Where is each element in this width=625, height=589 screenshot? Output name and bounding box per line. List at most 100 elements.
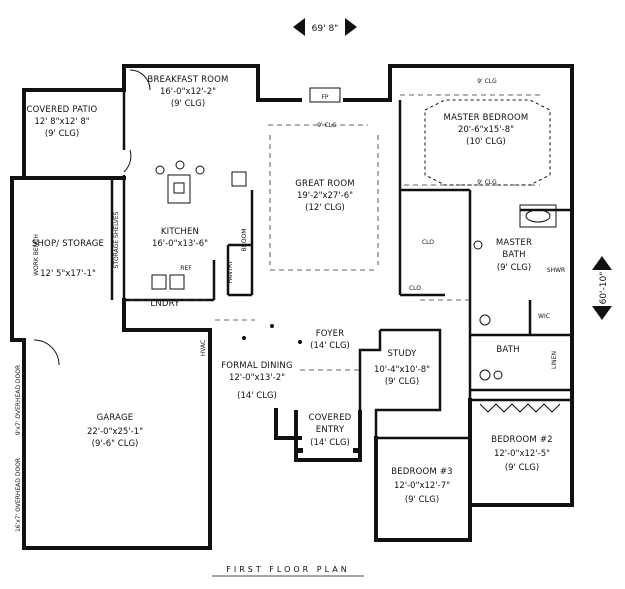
ceiling-note: 9' CLG [477, 179, 497, 186]
svg-text:ENTRY: ENTRY [316, 425, 345, 435]
room-bedroom-3: BEDROOM #3 12'-0"x12'-7" (9' CLG) [391, 467, 453, 505]
stool-icon [195, 165, 205, 175]
arrow-left-icon [293, 18, 305, 36]
svg-text:22'-0"x25'-1": 22'-0"x25'-1" [87, 427, 143, 437]
washer-icon [151, 274, 167, 290]
plan-title: FIRST FLOOR PLAN [226, 565, 349, 574]
depth-dimension: 60'-10" [592, 256, 612, 320]
room-formal-dining: FORMAL DINING 12'-0"x13'-2" (14' CLG) [221, 361, 293, 401]
svg-text:12'-0"x13'-2": 12'-0"x13'-2" [229, 373, 285, 383]
storage-shelves-label: STORAGE SHELVES [113, 211, 120, 268]
svg-text:FORMAL DINING: FORMAL DINING [221, 361, 293, 371]
svg-text:BATH: BATH [502, 250, 525, 260]
sink-icon [473, 240, 483, 250]
room-breakfast: BREAKFAST ROOM 16'-0"x12'-2" (9' CLG) [147, 75, 228, 109]
svg-text:(9'-6" CLG): (9'-6" CLG) [92, 439, 139, 449]
ceiling-note: 9' CLG [317, 122, 337, 129]
svg-text:BEDROOM #2: BEDROOM #2 [491, 435, 553, 445]
fireplace [309, 87, 341, 103]
toilet-icon [479, 314, 491, 326]
overhead-door-label: 16'x7' OVERHEAD DOOR [15, 458, 22, 532]
svg-text:(9' CLG): (9' CLG) [505, 463, 539, 473]
closet-label: CLO [409, 285, 421, 292]
svg-text:10'-4"x10'-8": 10'-4"x10'-8" [374, 365, 430, 375]
hvac-label: HVAC [200, 340, 207, 356]
stool-icon [175, 160, 185, 170]
broom-label: BROOM [241, 229, 248, 252]
pantry-label: PANTRY [227, 260, 234, 283]
closet-label: CLO [422, 239, 434, 246]
svg-text:16'-0"x12'-2": 16'-0"x12'-2" [160, 87, 216, 97]
arrow-down-icon [592, 306, 612, 320]
svg-text:GARAGE: GARAGE [97, 413, 134, 423]
room-great-room: GREAT ROOM 19'-2"x27'-6" (12' CLG) [295, 179, 355, 213]
fireplace-label: FP [321, 94, 328, 101]
svg-text:(9' CLG): (9' CLG) [385, 377, 419, 387]
dryer-icon [169, 274, 185, 290]
arrow-up-icon [592, 256, 612, 270]
sink-icon [173, 182, 185, 194]
svg-text:STUDY: STUDY [387, 349, 417, 359]
depth-dimension-label: 60'-10" [599, 272, 609, 305]
room-laundry: LNDRY [150, 299, 180, 309]
room-master-bath: MASTER BATH (9' CLG) CLO WIC SHWR CLO [409, 238, 565, 320]
svg-text:BEDROOM #3: BEDROOM #3 [391, 467, 453, 477]
svg-text:MASTER BEDROOM: MASTER BEDROOM [444, 113, 529, 123]
svg-text:12' 5"x17'-1": 12' 5"x17'-1" [40, 269, 96, 279]
svg-text:(14' CLG): (14' CLG) [237, 391, 277, 401]
room-covered-patio: COVERED PATIO 12' 8"x12' 8" (9' CLG) [27, 105, 98, 139]
svg-text:19'-2"x27'-6": 19'-2"x27'-6" [297, 191, 353, 201]
svg-text:20'-6"x15'-8": 20'-6"x15'-8" [458, 125, 514, 135]
svg-text:16'-0"x13'-6": 16'-0"x13'-6" [152, 239, 208, 249]
svg-text:(10' CLG): (10' CLG) [466, 137, 506, 147]
toilet-icon [479, 369, 491, 381]
room-bedroom-2: BEDROOM #2 12'-0"x12'-5" (9' CLG) [491, 435, 553, 473]
svg-text:GREAT ROOM: GREAT ROOM [295, 179, 355, 189]
room-foyer: FOYER (14' CLG) [310, 329, 350, 351]
svg-text:COVERED PATIO: COVERED PATIO [27, 105, 98, 115]
svg-text:12'-0"x12'-5": 12'-0"x12'-5" [494, 449, 550, 459]
cooktop-icon [231, 171, 247, 187]
sink-icon [493, 370, 503, 380]
room-master-bedroom: MASTER BEDROOM 20'-6"x15'-8" (10' CLG) 9… [444, 78, 529, 186]
column-icon [353, 448, 358, 453]
svg-text:(12' CLG): (12' CLG) [305, 203, 345, 213]
svg-text:(14' CLG): (14' CLG) [310, 438, 350, 448]
overhead-door-label: 9'x7' OVERHEAD DOOR [15, 365, 22, 435]
linen-label: LINEN [551, 351, 558, 369]
svg-text:12'-0"x12'-7": 12'-0"x12'-7" [394, 481, 450, 491]
svg-text:BREAKFAST ROOM: BREAKFAST ROOM [147, 75, 228, 85]
svg-text:(14' CLG): (14' CLG) [310, 341, 350, 351]
svg-text:FOYER: FOYER [316, 329, 345, 339]
room-bath: BATH LINEN [496, 345, 558, 369]
svg-text:BATH: BATH [496, 345, 519, 355]
svg-text:(9' CLG): (9' CLG) [171, 99, 205, 109]
fixtures: FP 9' CLG [33, 69, 561, 453]
svg-text:COVERED: COVERED [309, 413, 352, 423]
width-dimension: 69' 8" [293, 18, 357, 36]
shower-label: SHWR [547, 267, 565, 274]
svg-text:LNDRY: LNDRY [150, 299, 180, 309]
room-covered-entry: COVERED ENTRY (14' CLG) [309, 413, 352, 448]
svg-text:12' 8"x12' 8": 12' 8"x12' 8" [34, 117, 89, 127]
svg-text:(9' CLG): (9' CLG) [497, 263, 531, 273]
svg-text:(9' CLG): (9' CLG) [45, 129, 79, 139]
svg-text:KITCHEN: KITCHEN [161, 227, 199, 237]
bathtub-icon [519, 204, 557, 228]
wic-label: WIC [538, 313, 550, 320]
stool-icon [155, 165, 165, 175]
dashed-lines [130, 94, 551, 371]
kitchen-island [167, 174, 191, 204]
ref-label: REF [180, 265, 192, 272]
room-kitchen: KITCHEN 16'-0"x13'-6" REF PANTRY BROOM [152, 227, 248, 283]
svg-text:SHOP/ STORAGE: SHOP/ STORAGE [32, 239, 104, 249]
arrow-right-icon [345, 18, 357, 36]
work-bench-label: WORK BENCH [33, 234, 40, 276]
svg-text:MASTER: MASTER [496, 238, 532, 248]
exterior-walls [10, 64, 574, 550]
room-study: STUDY 10'-4"x10'-8" (9' CLG) [374, 349, 430, 387]
ceiling-note: 9' CLG [477, 78, 497, 85]
room-shop: SHOP/ STORAGE 12' 5"x17'-1" WORK BENCH S… [32, 211, 120, 279]
room-garage: GARAGE 22'-0"x25'-1" (9'-6" CLG) 9'x7' O… [15, 340, 207, 532]
